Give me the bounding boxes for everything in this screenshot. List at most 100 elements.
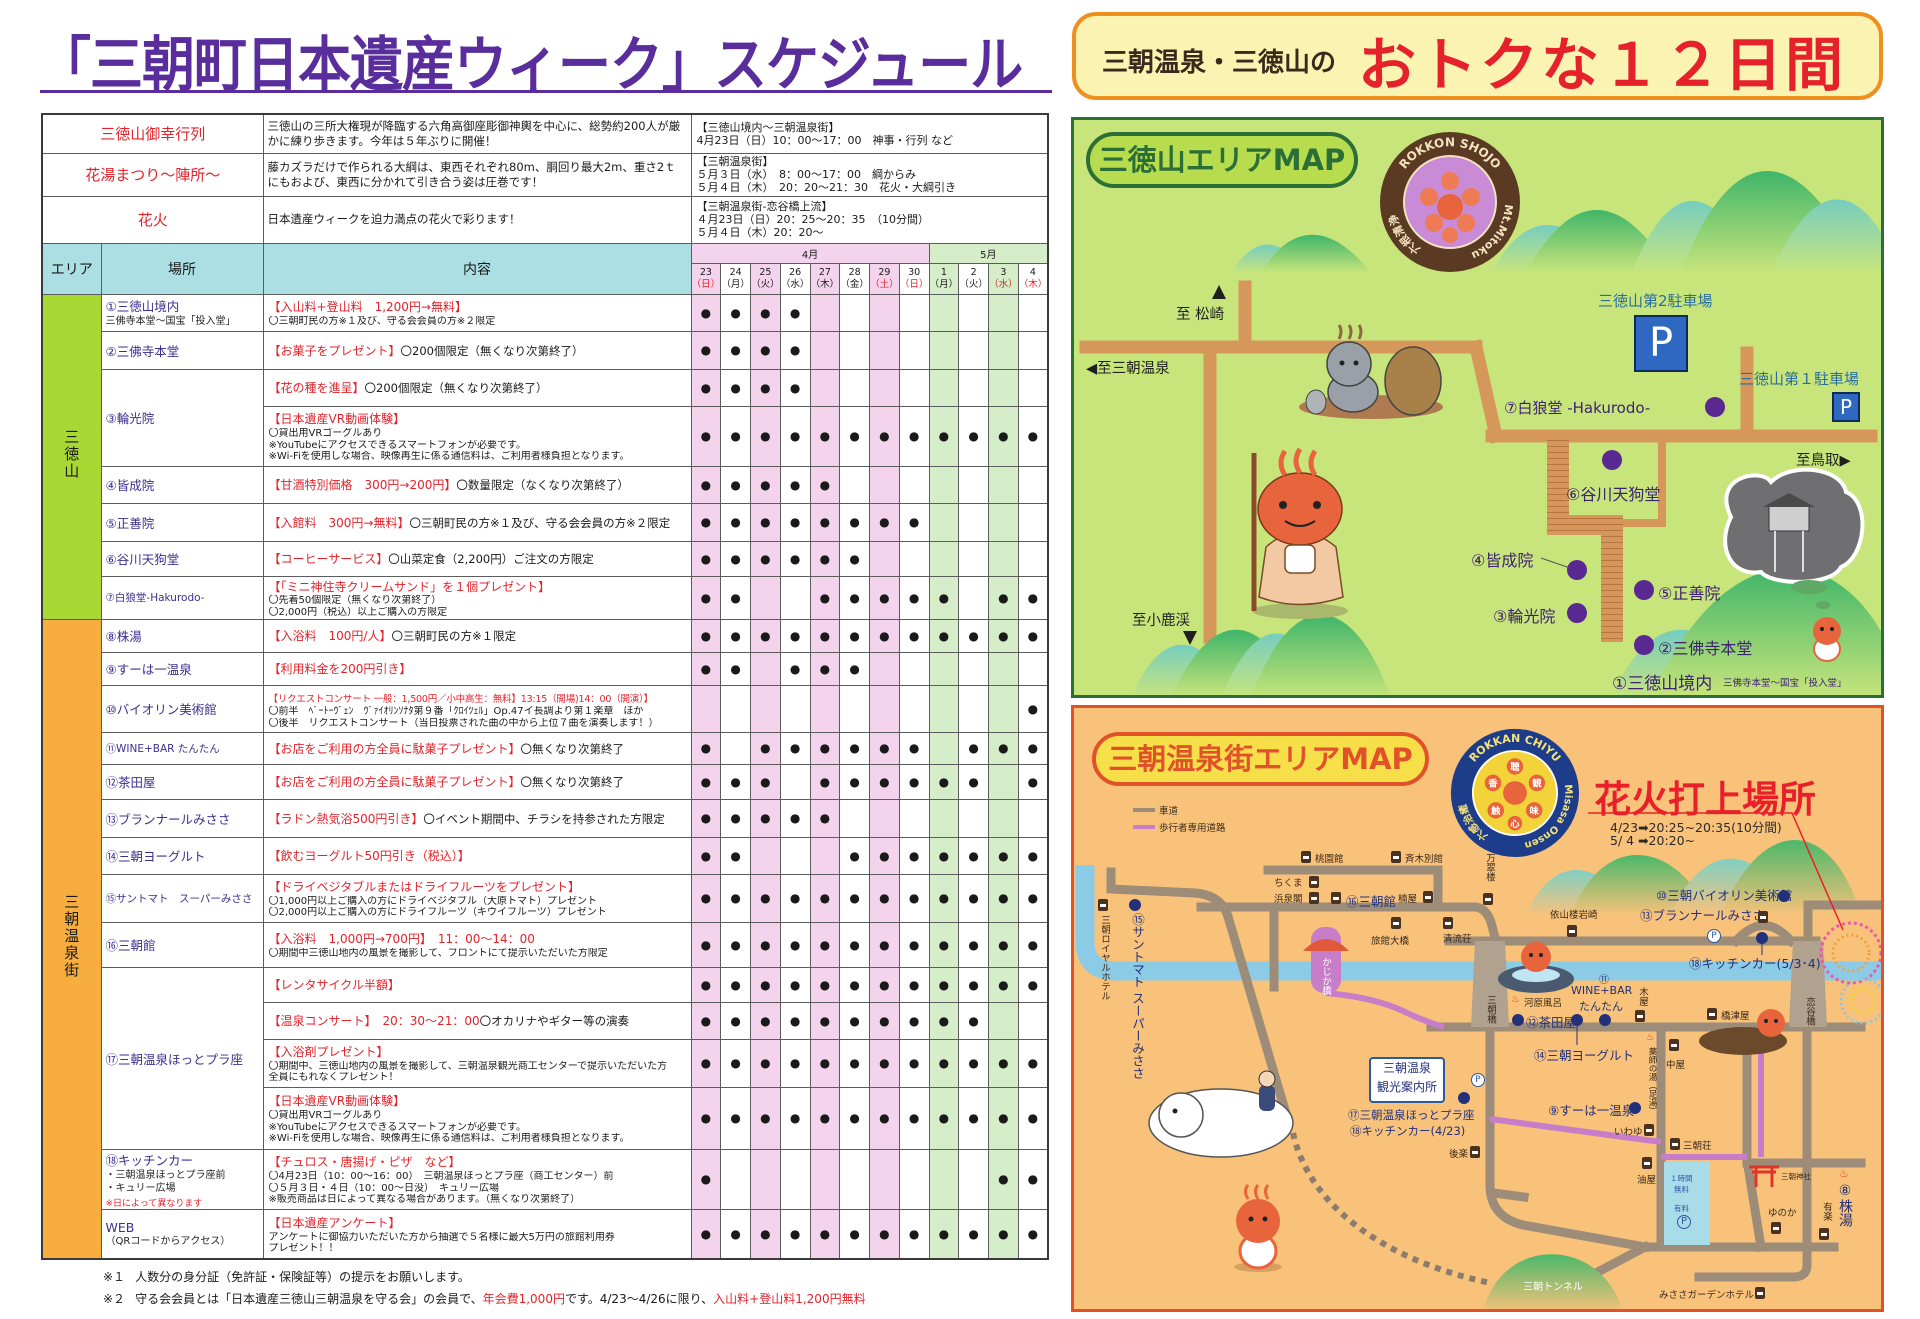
date-cell: ● — [839, 873, 871, 923]
date-cell: ● — [869, 836, 900, 875]
available-dot-icon: ● — [819, 891, 831, 906]
day-weekday: （水） — [989, 278, 1018, 290]
header-day: 28（金） — [839, 262, 871, 295]
date-cell: ● — [720, 618, 752, 653]
date-cell: ● — [839, 1208, 871, 1260]
available-dot-icon: ● — [760, 937, 771, 952]
date-cell — [928, 502, 960, 542]
inn-label: 油屋 — [1637, 1175, 1657, 1186]
parking-1-label: 三徳山第１駐車場 — [1739, 370, 1860, 388]
available-dot-icon: ● — [760, 551, 771, 566]
available-dot-icon: ● — [700, 774, 712, 789]
spot-dot-suntomato — [1129, 899, 1141, 911]
available-dot-icon: ● — [968, 977, 979, 992]
date-cell — [988, 763, 1019, 800]
date-cell: ● — [690, 368, 722, 407]
date-cell: ● — [720, 921, 752, 968]
date-cell: ● — [1017, 1148, 1049, 1210]
date-cell: ● — [988, 731, 1019, 765]
offer-content: 【飲むヨーグルト50円引き（税込）】 — [262, 836, 692, 875]
date-cell: ● — [898, 1001, 930, 1040]
date-cell: ● — [809, 921, 841, 968]
date-cell: ● — [809, 465, 841, 504]
date-cell: ● — [958, 921, 990, 968]
date-cell: ● — [839, 1001, 871, 1040]
offer-note: プレゼント！！ — [268, 1243, 339, 1255]
available-dot-icon: ● — [760, 1111, 771, 1126]
offer-content: 【入館料 300円→無料】〇三朝町民の方※１及び、守る会会員の方※２限定 — [262, 502, 692, 542]
offer-detail: 〇イベント期間中、チラシを持参された方限定 — [423, 811, 665, 826]
table-header-day-row: 23（日）24（月）25（火）26（水）27（木）28（金）29（土）30（日）… — [42, 262, 1049, 295]
offer-content: 【ドライベジタブルまたはドライフルーツをプレゼント】〇1,000円以上ご購入の方… — [262, 873, 692, 923]
shrine-label: 三朝神社 — [1781, 1172, 1811, 1181]
date-cell — [988, 684, 1019, 733]
date-cell — [809, 1148, 841, 1210]
available-dot-icon: ● — [1027, 701, 1039, 716]
place-name: ④皆成院 — [105, 478, 155, 493]
date-cell: ● — [720, 1038, 752, 1088]
inn-label: 依山楼岩崎 — [1550, 910, 1598, 921]
tug-of-war-mascot-illustration — [1699, 1009, 1787, 1055]
available-dot-icon: ● — [819, 515, 831, 529]
date-cell: ● — [779, 1001, 811, 1040]
date-cell: ● — [988, 1038, 1019, 1088]
date-cell — [958, 465, 990, 504]
inn-label: ゆのか — [1768, 1208, 1797, 1219]
place-cell: ⑫茶田屋 — [100, 763, 264, 800]
date-cell — [809, 368, 841, 407]
available-dot-icon: ● — [1027, 1172, 1039, 1187]
place-name: ⑮サントマト スーパーみささ — [105, 892, 253, 905]
place-name: ③輪光院 — [105, 411, 155, 426]
schedule-row: ⑱キッチンカー・三朝温泉ほっとプラ座前・キュリー広場※日によって異なります【チュ… — [42, 1148, 1049, 1210]
inn-label: 楠屋 — [1398, 894, 1418, 905]
schedule-row: ⑪WINE+BAR たんたん【お店をご利用の方全員に駄菓子プレゼント】〇無くなり… — [42, 731, 1049, 765]
inn-label: 木屋 — [1637, 987, 1648, 1006]
available-dot-icon: ● — [938, 628, 950, 643]
day-weekday: （火） — [959, 278, 988, 290]
date-cell: ● — [720, 966, 752, 1003]
promo-banner: 三朝温泉・三徳山の おトクな１２日間 — [1072, 12, 1883, 100]
date-cell — [958, 293, 990, 332]
available-dot-icon: ● — [968, 1111, 979, 1126]
date-cell — [928, 731, 960, 765]
available-dot-icon: ● — [849, 628, 860, 643]
date-cell — [839, 1148, 871, 1210]
offer-note: 〇５月３日・４日（10：00～日没） キュリー広場 — [268, 1182, 499, 1194]
date-cell: ● — [1017, 966, 1049, 1003]
date-cell: ● — [988, 921, 1019, 968]
info-center-line: 三朝温泉 — [1382, 1061, 1431, 1075]
footnote-text: 人数分の身分証（免許証・保険証等）の提示をお願いします。 — [135, 1270, 470, 1284]
available-dot-icon: ● — [700, 891, 712, 906]
event-description: 日本遺産ウィークを迫力満点の花火で彩ります！ — [262, 195, 692, 244]
place-cell: ⑧株湯 — [100, 618, 264, 653]
schedule-row: WEB（QRコードからアクセス）【日本遺産アンケート】アンケートに御協力いただい… — [42, 1208, 1049, 1260]
offer-highlight: 【「ミニ神住寺クリームサンド」を１個プレゼント】 — [268, 579, 551, 594]
date-cell: ● — [779, 368, 811, 407]
schedule-row: ④皆成院【甘酒特別価格 300円→200円】〇数量限定（なくなり次第終了）●●●… — [42, 465, 1049, 504]
date-cell: ● — [928, 575, 960, 620]
date-cell: ● — [839, 502, 871, 542]
date-cell: ● — [750, 330, 781, 370]
offer-note: ※Wi-Fiを使用しな場合、映像再生に係る通信料は、ご利用者様負担となります。 — [268, 451, 630, 463]
date-cell — [779, 1148, 811, 1210]
pedestrian-roads — [1325, 990, 1764, 1160]
available-dot-icon: ● — [789, 429, 801, 443]
available-dot-icon: ● — [819, 774, 831, 789]
available-dot-icon: ● — [879, 1013, 890, 1028]
inn-label: 旅館大橋 — [1371, 936, 1410, 947]
date-cell: ● — [958, 873, 990, 923]
date-cell — [839, 330, 871, 370]
date-cell: ● — [928, 836, 960, 875]
available-dot-icon: ● — [998, 429, 1009, 443]
date-cell — [958, 575, 990, 620]
schedule-row: 【入浴剤プレゼント】〇期間中、三徳山地内の風景を撮影して、三朝温泉観光商工センタ… — [42, 1038, 1049, 1088]
available-dot-icon: ● — [998, 741, 1009, 756]
available-dot-icon: ● — [760, 1013, 771, 1028]
date-cell: ● — [750, 1086, 781, 1150]
direction-misasa-onsen: ◀至三朝温泉 — [1086, 361, 1170, 377]
event-schedule-line: 【三徳山境内～三朝温泉街】 — [696, 120, 840, 134]
schedule-row: ③輪光院【花の種を進呈】〇200個限定（無くなり次第終了）●●●● — [42, 368, 1049, 467]
spot-label-hakurodo: ⑦白狼堂 -Hakurodo- — [1504, 399, 1651, 417]
available-dot-icon: ● — [819, 551, 831, 566]
